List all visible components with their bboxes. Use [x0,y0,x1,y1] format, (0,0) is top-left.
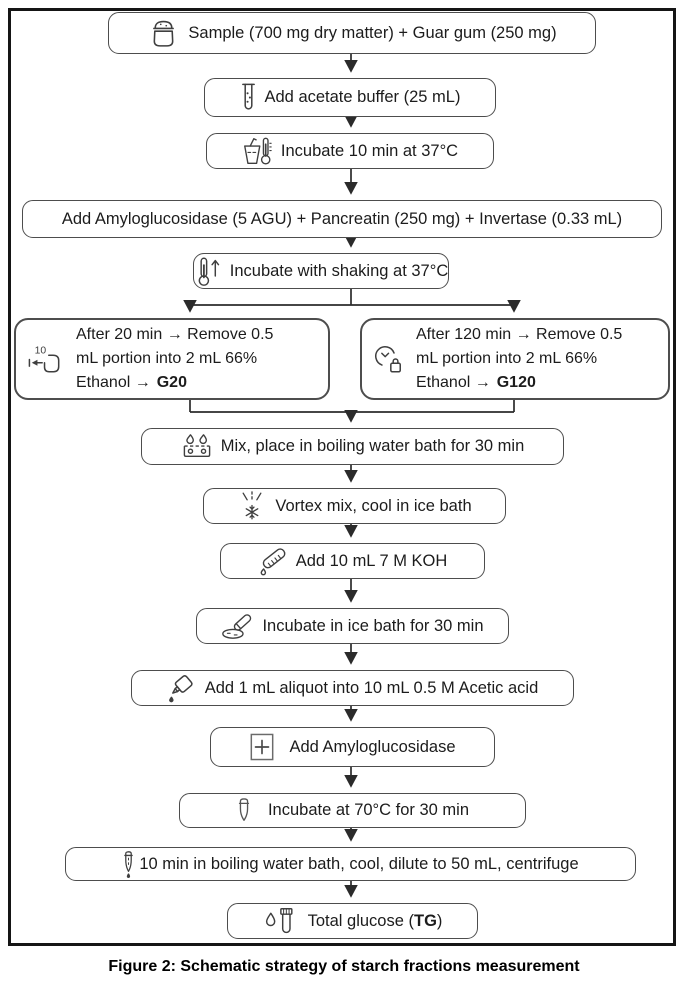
branch-g120: After 120 min → Remove 0.5 mL portion in… [360,318,670,400]
step-add-amyloglucosidase: Add Amyloglucosidase [210,727,495,767]
clock-lock-icon [372,343,404,375]
step-vortex-cool: Vortex mix, cool in ice bath [203,488,506,524]
figure-caption: Figure 2: Schematic strategy of starch f… [108,958,580,975]
sample-jar-icon [147,18,180,49]
step-add-aliquot: Add 1 mL aliquot into 10 mL 0.5 M Acetic… [131,670,574,706]
step-label: Mix, place in boiling water bath for 30 … [220,437,525,455]
step-add-enzymes: Add Amyloglucosidase (5 AGU) + Pancreati… [22,200,662,238]
timer-label: 10 [35,345,47,356]
pipette-icon [122,850,135,879]
snowflake-vortex-icon [237,490,267,522]
figure-frame [8,8,676,946]
drop-tube-icon [263,906,296,937]
step-label: Vortex mix, cool in ice bath [275,496,472,515]
connectors [183,54,521,898]
branch-label: After 120 min → Remove 0.5 mL portion in… [416,326,623,391]
measuring-cylinder-icon [258,546,288,576]
step-label: Sample (700 mg dry matter) + Guar gum (2… [188,23,557,42]
step-incubate-70: Incubate at 70°C for 30 min [179,793,526,828]
step-label: 10 min in boiling water bath, cool, dilu… [139,854,579,873]
step-acetate-buffer: Add acetate buffer (25 mL) [204,78,496,117]
step-label: Incubate in ice bath for 30 min [262,616,484,635]
step-label: Incubate 10 min at 37°C [280,141,459,160]
step-incubate-10min: Incubate 10 min at 37°C [206,133,494,169]
plus-box-icon [249,732,275,762]
step-add-koh: Add 10 mL 7 M KOH [220,543,485,579]
step-label: Add 10 mL 7 M KOH [295,551,448,570]
step-total-glucose: Total glucose (TG) [227,903,478,939]
dropper-bottle-icon [167,673,197,703]
step-boil-dilute: 10 min in boiling water bath, cool, dilu… [65,847,636,881]
step-label: Total glucose (TG) [307,911,443,930]
step-label: Incubate with shaking at 37°C [229,261,449,280]
step-label: Add Amyloglucosidase [289,737,456,756]
branch-g20: 10 After 20 min → Remove 0.5 mL portion … [14,318,330,400]
step-mix-boiling: Mix, place in boiling water bath for 30 … [141,428,564,465]
tg-code: TG [413,911,437,930]
branch-code: G120 [496,374,536,391]
step-label: Add Amyloglucosidase (5 AGU) + Pancreati… [61,209,623,228]
stove-icon [181,433,213,461]
branch-code: G20 [156,374,187,391]
step-label: Add 1 mL aliquot into 10 mL 0.5 M Acetic… [204,678,539,697]
cup-thermometer-icon [242,136,273,167]
test-tube-icon [240,82,257,114]
thermometer-up-icon [194,256,222,287]
step-label: Incubate at 70°C for 30 min [267,801,470,819]
step-incubate-shaking: Incubate with shaking at 37°C [193,253,449,289]
step-sample: Sample (700 mg dry matter) + Guar gum (2… [108,12,596,54]
tube-dish-icon [221,612,254,640]
timer-remove-icon: 10 [26,342,64,376]
branch-label: After 20 min → Remove 0.5 mL portion int… [76,326,274,391]
step-incubate-ice: Incubate in ice bath for 30 min [196,608,509,644]
step-label: Add acetate buffer (25 mL) [264,88,461,106]
vial-icon [236,797,252,824]
